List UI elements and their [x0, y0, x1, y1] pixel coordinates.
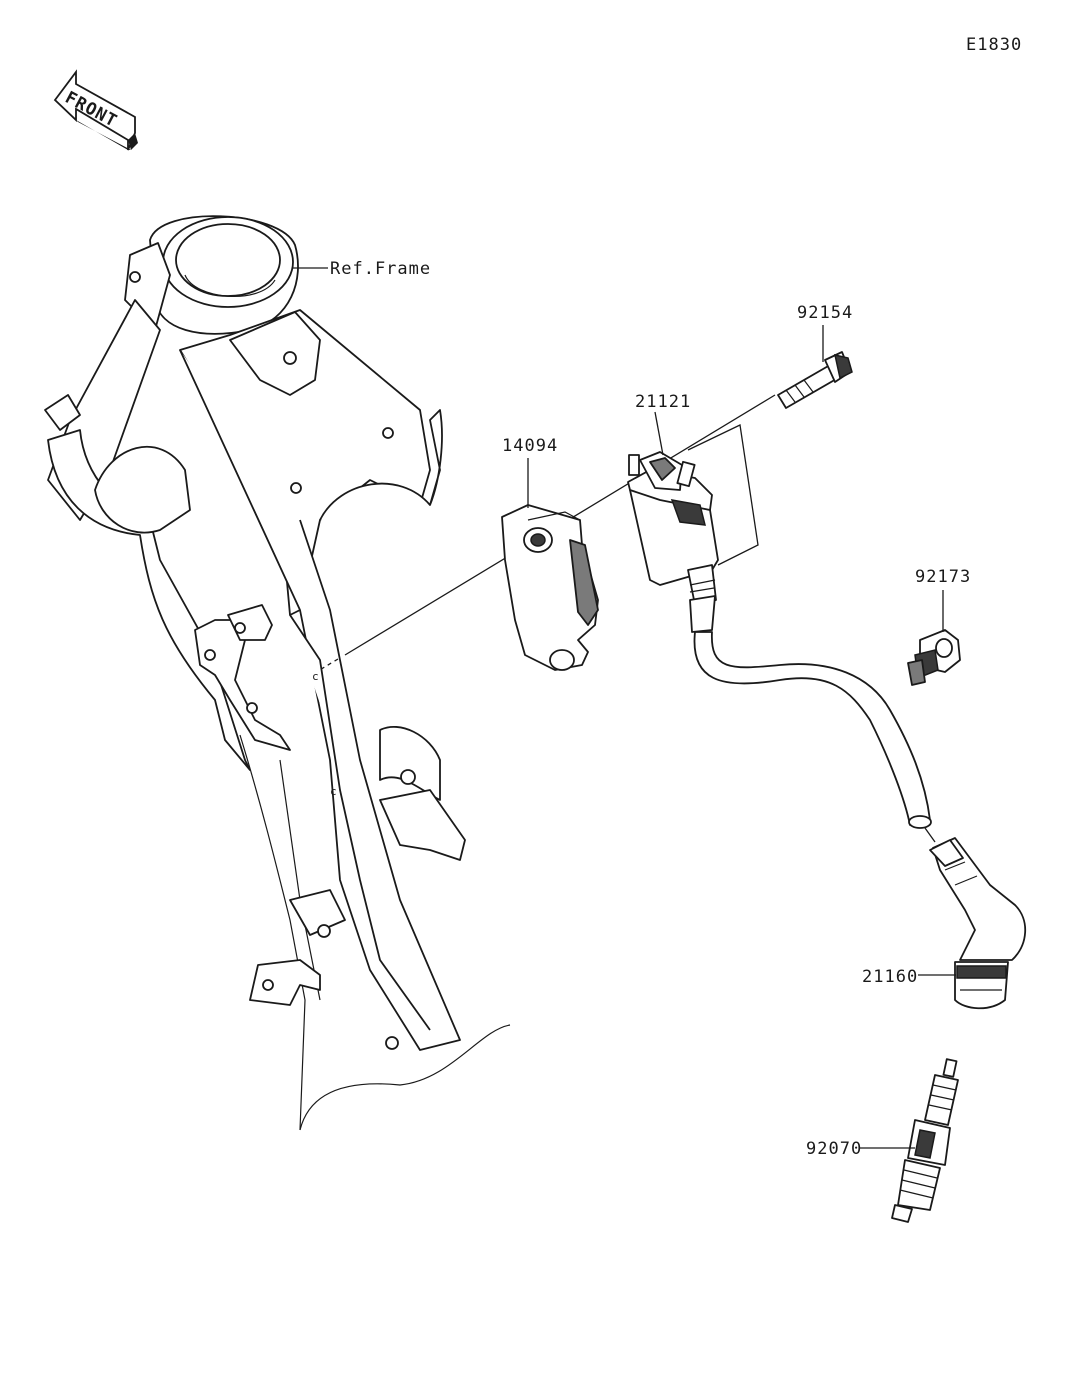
label-92070: 92070 [806, 1139, 862, 1159]
ignition-lead [693, 631, 932, 829]
spark-plug-92070[interactable] [891, 1058, 959, 1223]
clamp-92173[interactable] [907, 629, 961, 686]
label-92173: 92173 [915, 567, 971, 587]
label-14094: 14094 [502, 436, 558, 456]
label-21160: 21160 [862, 967, 918, 987]
front-arrow-icon: FRONT [53, 69, 138, 151]
diagram-code: E1830 [966, 35, 1022, 55]
frame-illustration: c c [44, 215, 511, 1131]
ignition-coil-21121[interactable] [627, 451, 719, 633]
plug-cap-21160[interactable] [929, 837, 1027, 1010]
svg-text:c: c [330, 785, 337, 798]
bolt-92154[interactable] [777, 351, 853, 409]
label-92154: 92154 [797, 303, 853, 323]
svg-text:c: c [312, 670, 319, 683]
label-21121: 21121 [635, 392, 691, 412]
ref-frame-label: Ref.Frame [330, 259, 431, 279]
bracket-14094[interactable] [501, 504, 599, 671]
